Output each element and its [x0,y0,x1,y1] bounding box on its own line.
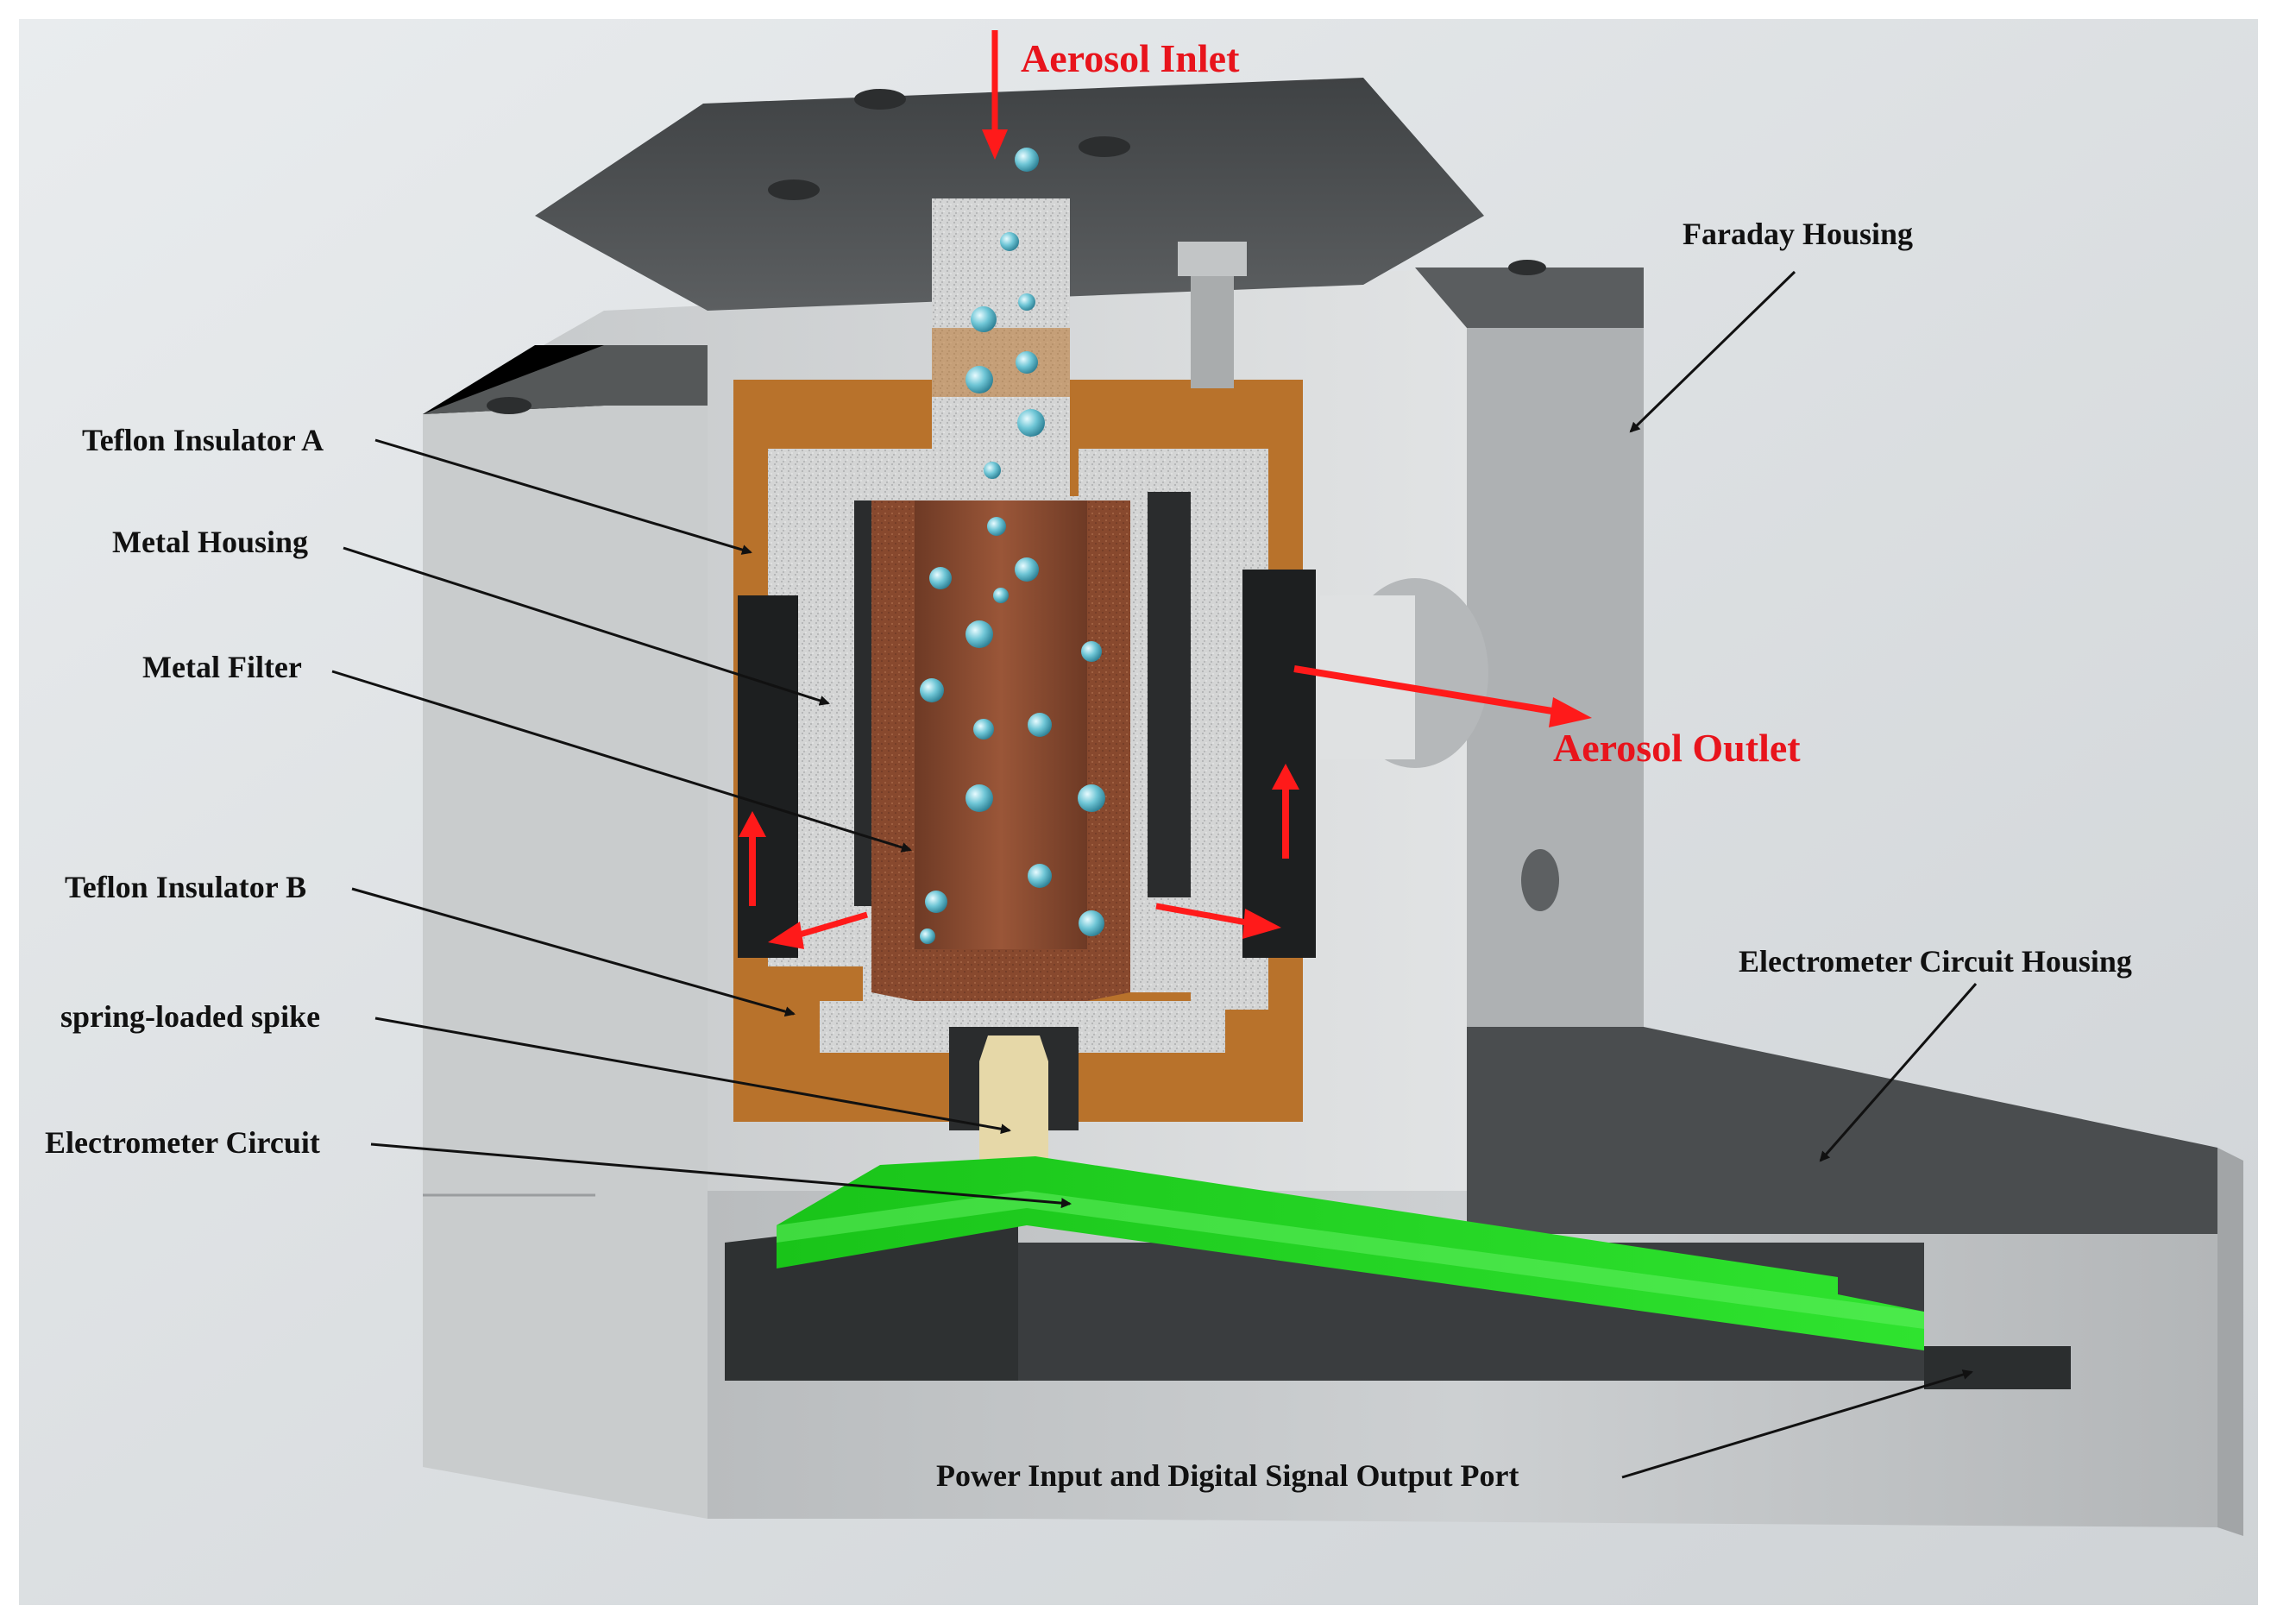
aerosol-particles [920,148,1105,944]
metal-housing-label: Metal Housing [112,525,308,559]
cutaway-interior [733,198,1488,1165]
leader-power-port [1621,1369,1973,1479]
teflon-insulator-a-label: Teflon Insulator A [82,423,324,457]
leader-faraday-housing [1629,270,1796,433]
leader-teflon-a [374,438,752,555]
labels: Aerosol Inlet Aerosol Outlet Faraday Hou… [45,36,2132,1493]
leader-electrometer-circuit [370,1142,1072,1209]
leader-metal-housing [343,546,830,706]
teflon-insulator-b-label: Teflon Insulator B [65,870,306,904]
faraday-housing-label: Faraday Housing [1683,217,1913,251]
electrometer-circuit-label: Electrometer Circuit [45,1125,320,1160]
leader-teflon-b [351,887,796,1017]
leader-metal-filter [331,670,912,853]
leader-electrometer-housing [1819,983,1978,1162]
leader-lines [331,270,1978,1479]
spring-loaded-spike-label: spring-loaded spike [60,999,320,1034]
leader-spike [374,1017,1011,1135]
electrometer-circuit-housing-label: Electrometer Circuit Housing [1739,944,2132,979]
aerosol-outlet-label: Aerosol Outlet [1553,726,1801,770]
flow-arrows [739,30,1592,949]
metal-filter-label: Metal Filter [142,650,302,684]
power-port-label: Power Input and Digital Signal Output Po… [936,1458,1519,1493]
aerosol-inlet-label: Aerosol Inlet [1021,36,1240,80]
